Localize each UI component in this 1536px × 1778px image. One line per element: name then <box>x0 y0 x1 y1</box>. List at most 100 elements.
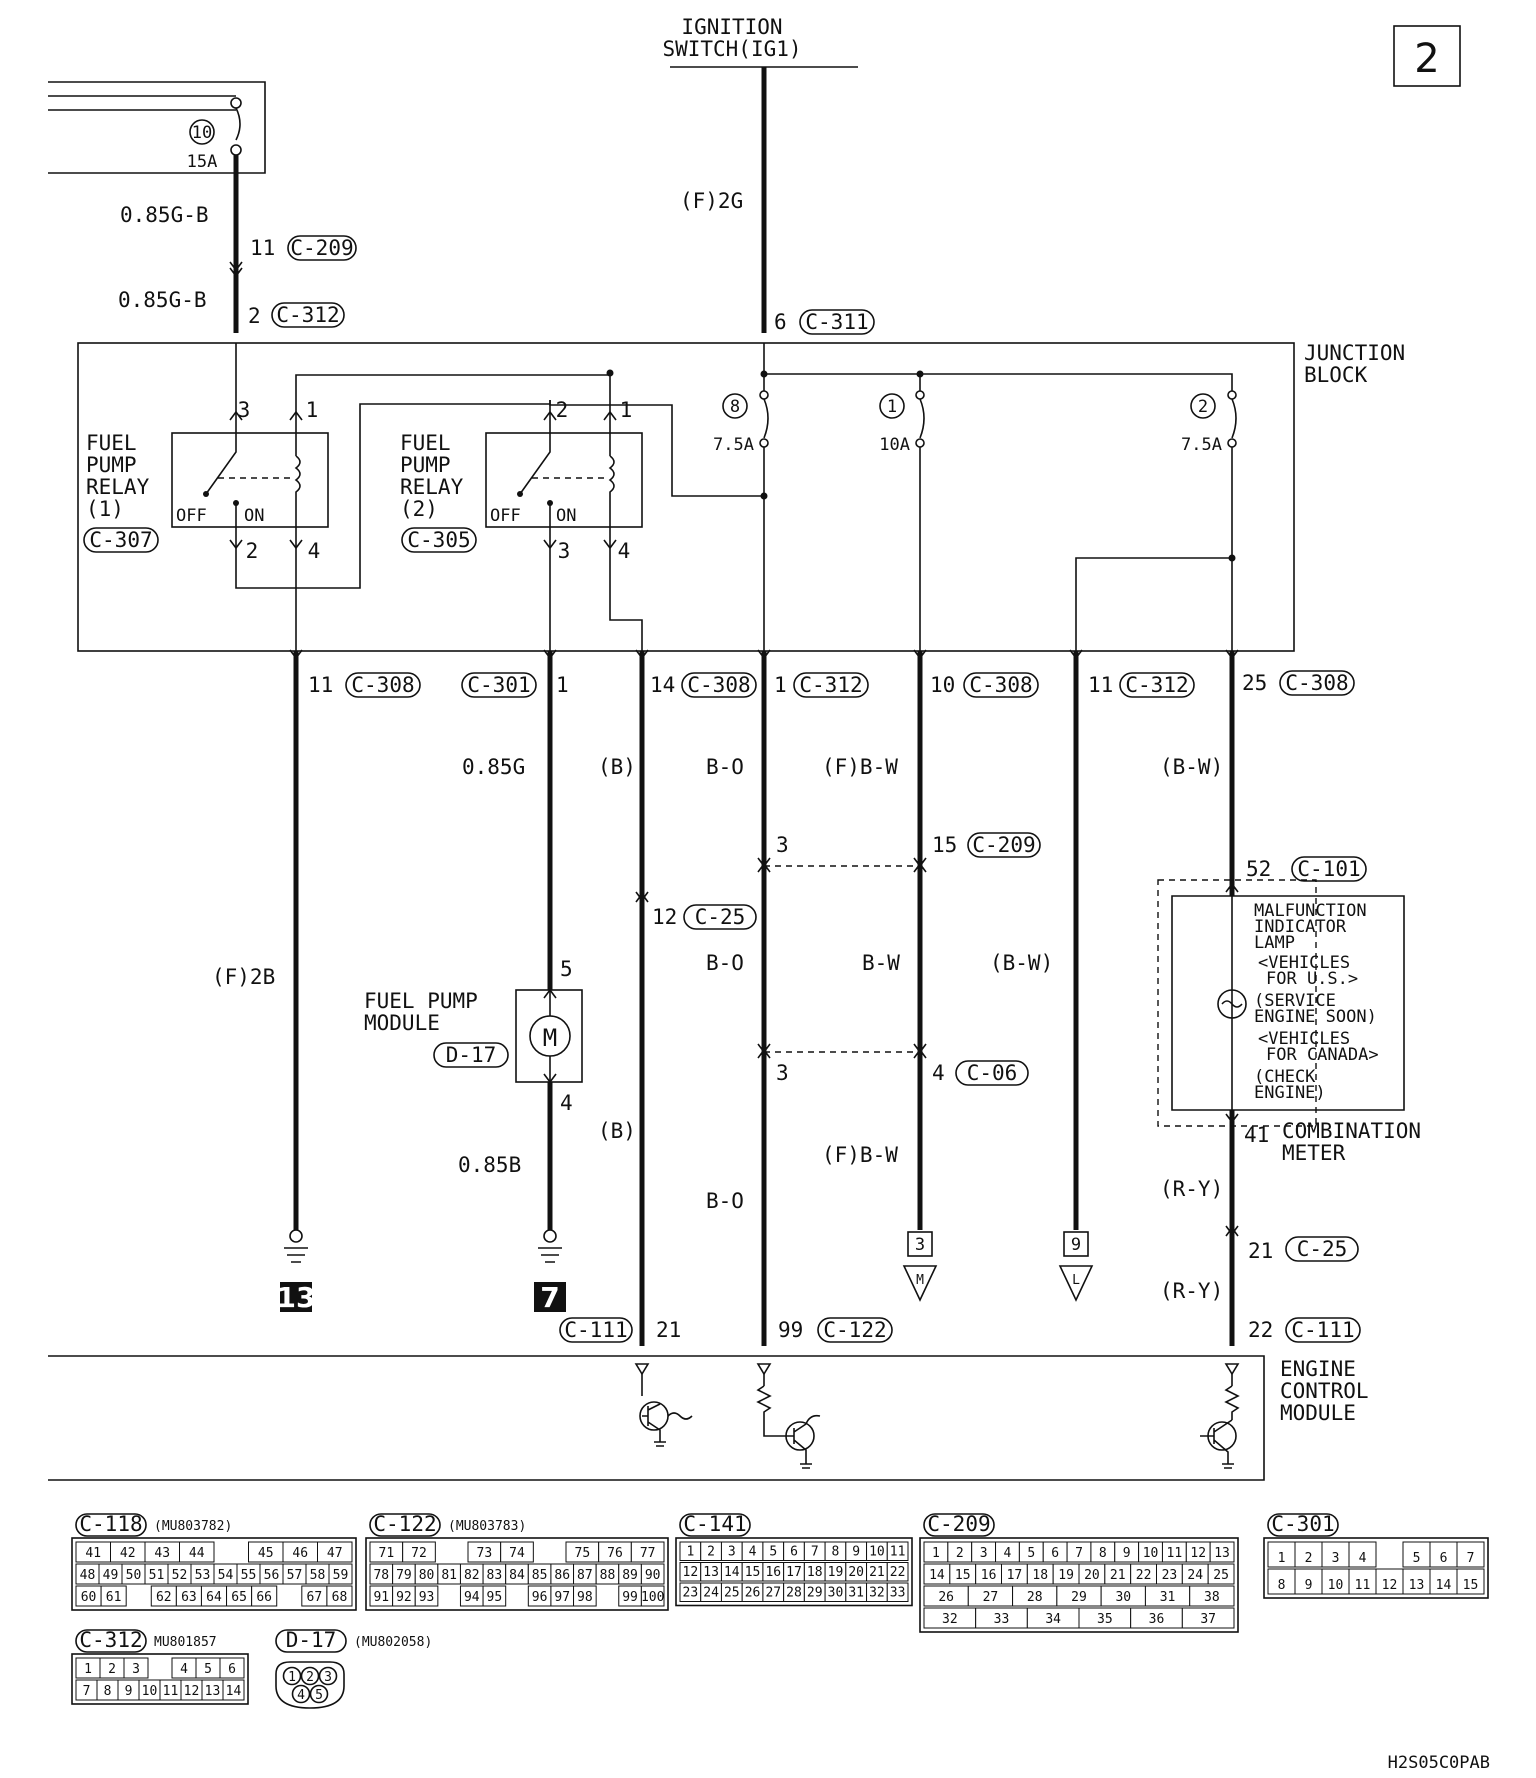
mil-in-pin: 52 <box>1246 857 1271 881</box>
connector-pin-label: 15 <box>955 1568 971 1583</box>
connector-pin-label: 4 <box>180 1662 188 1677</box>
connector-pin-label: 90 <box>645 1568 661 1583</box>
connector-pin-label: 13 <box>1409 1578 1425 1593</box>
connector-pin-label: 20 <box>848 1565 864 1580</box>
meter-name-1: COMBINATION <box>1282 1119 1421 1143</box>
connector-pin-label: 21 <box>1110 1568 1126 1583</box>
connector-pin-label: 6 <box>790 1545 798 1560</box>
fuel-pump-pin-in: 5 <box>560 957 573 981</box>
connector-pin-label: 5 <box>204 1662 212 1677</box>
connector-pin-label: 67 <box>307 1590 323 1605</box>
connector-pin-label: 11 <box>163 1684 179 1699</box>
connector-cell <box>640 1563 665 1585</box>
connector-cell <box>500 1541 534 1563</box>
connector-pin-label: 13 <box>1214 1546 1230 1561</box>
connector-pin-label: 9 <box>1305 1578 1313 1593</box>
connector-pin-label: 15 <box>1463 1578 1479 1593</box>
connector-pin-label: 14 <box>1436 1578 1452 1593</box>
connector-cell <box>630 1541 665 1563</box>
connector-part: (MU803782) <box>154 1519 232 1534</box>
wire-color-2: 0.85G-B <box>118 288 207 312</box>
connector-pin-label: 48 <box>80 1568 96 1583</box>
relay2-pin-1: 1 <box>620 398 633 422</box>
connector-pin-label: 41 <box>85 1546 101 1561</box>
connector-pin-label: 24 <box>1187 1568 1203 1583</box>
splice-w5-top-conn: C-209 <box>972 833 1035 857</box>
connector-pin-label: 33 <box>994 1612 1010 1627</box>
connector-id: D-17 <box>286 1628 337 1652</box>
fuse-1-num: 1 <box>887 397 897 417</box>
relay1-name-2: PUMP <box>86 453 137 477</box>
exit-pin-1: 11 <box>308 673 333 697</box>
connector-pin-label: 14 <box>724 1565 740 1580</box>
ecm-name-2: CONTROL <box>1280 1379 1369 1403</box>
connector-pin-label: 7 <box>811 1545 819 1560</box>
relay2-name-3: RELAY <box>400 475 464 499</box>
connector-pin-label: 53 <box>195 1568 211 1583</box>
ref-3-m: 3 M <box>902 1231 938 1302</box>
connector-cell <box>886 1541 909 1561</box>
connector-pin-label: 28 <box>786 1586 802 1601</box>
fuse-8: 8 7.5A <box>713 390 769 455</box>
fuse-1-amp: 10A <box>879 435 910 455</box>
mil-out-pin: 41 <box>1244 1123 1269 1147</box>
connector-pin-label: 77 <box>640 1546 656 1561</box>
connector-pin-label: 51 <box>149 1568 165 1583</box>
connector-pin-label: 79 <box>396 1568 412 1583</box>
connector-pin-label: 10 <box>1328 1578 1344 1593</box>
connector-pin-label: 1 <box>1278 1551 1286 1566</box>
connector-cell <box>1402 1541 1431 1568</box>
connector-pin-label: 9 <box>125 1684 133 1699</box>
ecm-conn-1: C-111 <box>564 1318 627 1342</box>
connector-pin-label: 71 <box>379 1546 395 1561</box>
fuse-top-num: 10 <box>192 123 212 143</box>
ground-7-num: 7 <box>540 1281 559 1314</box>
fuel-pump-name-1: FUEL PUMP <box>364 989 478 1013</box>
connector-pin-label: 94 <box>464 1590 480 1605</box>
relay1-pin-2: 2 <box>246 539 259 563</box>
connector-pin-label: 11 <box>1355 1578 1371 1593</box>
connector-cell <box>1321 1541 1350 1568</box>
connector-pin-label: 64 <box>206 1590 222 1605</box>
junction-label-2: BLOCK <box>1304 363 1368 387</box>
connector-pin-label: 96 <box>532 1590 548 1605</box>
mil-line-4: <VEHICLES <box>1258 953 1350 973</box>
ecm-conn-2: C-122 <box>823 1318 886 1342</box>
connector-id: C-301 <box>1271 1512 1334 1536</box>
mil-line-3: LAMP <box>1254 933 1295 953</box>
mil-line-5: FOR U.S.> <box>1266 969 1358 989</box>
mil-line-7: ENGINE SOON) <box>1254 1007 1377 1027</box>
connector-pin-label: 9 <box>852 1545 860 1560</box>
connector-pin-label: 75 <box>575 1546 591 1561</box>
connector-pin-label: 29 <box>1071 1590 1087 1605</box>
splice-w5-bot-pin: 4 <box>932 1061 945 1085</box>
connector-cell <box>886 1582 909 1602</box>
connector-cell <box>1348 1568 1377 1595</box>
connector-pin-label: 34 <box>1045 1612 1061 1627</box>
mil-line-2: INDICATOR <box>1254 917 1347 937</box>
connector-cell <box>1402 1568 1431 1595</box>
splice-w3-mid-conn: C-25 <box>695 905 746 929</box>
fuel-pump-motor-m: M <box>543 1024 557 1052</box>
label-w6: (B-W) <box>990 951 1053 975</box>
mil-line-8: <VEHICLES <box>1258 1029 1350 1049</box>
connector-pin-label: 2 <box>306 1670 314 1685</box>
connector-pin-label: 3 <box>728 1545 736 1560</box>
connector-pin-label: 14 <box>226 1684 242 1699</box>
pin-ign: 6 <box>774 310 787 334</box>
relay1-pin-3: 3 <box>238 398 251 422</box>
connector-pin-label: 1 <box>932 1546 940 1561</box>
connector-pin-label: 18 <box>1032 1568 1048 1583</box>
label-w7c: (R-Y) <box>1160 1279 1223 1303</box>
splice-w4-top: 3 <box>776 833 789 857</box>
connector-cell <box>482 1585 507 1607</box>
connector-pin-label: 7 <box>1467 1551 1475 1566</box>
connector-pin-label: 65 <box>231 1590 247 1605</box>
ecm-pin-3: 22 <box>1248 1318 1273 1342</box>
connector-pin-label: 45 <box>258 1546 274 1561</box>
label-w3a: (B) <box>598 755 636 779</box>
connector-pin-label: 4 <box>1004 1546 1012 1561</box>
